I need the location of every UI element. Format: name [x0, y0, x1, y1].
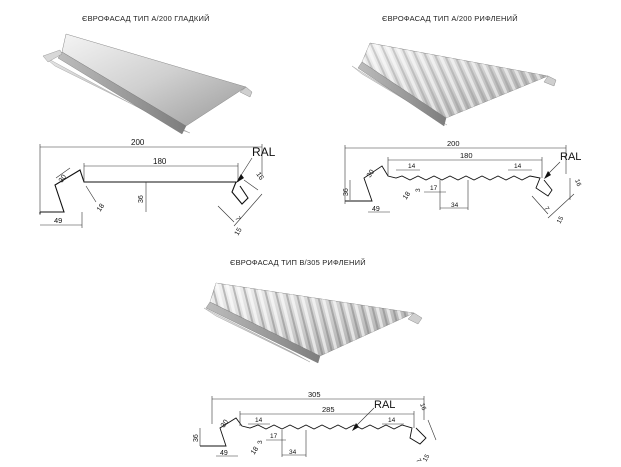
- title-panel-a200-smooth: ЄВРОФАСАД ТИП А/200 ГЛАДКИЙ: [82, 14, 210, 23]
- p1-dim-200: 200: [131, 138, 145, 147]
- p2-dim-36: 36: [343, 188, 350, 196]
- panel3-drawing: 305 285 14 14 36 30 18 49 3 17: [193, 390, 437, 465]
- p3-dim-30: 30: [220, 419, 230, 429]
- p2-dim-180: 180: [460, 151, 473, 160]
- p1-dim-7: 7: [233, 216, 241, 223]
- p2-dim-34: 34: [451, 202, 459, 209]
- p3-dim-3: 3: [257, 440, 264, 444]
- p2-dim-14-right: 14: [514, 163, 522, 170]
- p2-dim-17: 17: [430, 185, 438, 192]
- p3-dim-36: 36: [193, 434, 200, 442]
- p3-dim-285: 285: [322, 405, 335, 414]
- p3-dim-17: 17: [270, 433, 278, 440]
- p2-dim-200: 200: [447, 139, 460, 148]
- p2-dim-30: 30: [366, 169, 376, 179]
- p3-dim-7: 7: [414, 458, 422, 465]
- title-panel-b305-ribbed: ЄВРОФАСАД ТИП В/305 РИФЛЕНИЙ: [230, 258, 366, 267]
- p1-dim-18: 18: [96, 203, 106, 213]
- p2-dim-15: 15: [556, 215, 566, 225]
- p3-ral-label: RAL: [374, 399, 395, 411]
- title-panel-a200-ribbed: ЄВРОФАСАД ТИП А/200 РИФЛЕНИЙ: [382, 14, 518, 23]
- p1-dim-36: 36: [138, 195, 145, 203]
- p3-dim-15: 15: [422, 453, 432, 463]
- p2-dim-7: 7: [542, 206, 550, 213]
- p3-dim-305: 305: [308, 390, 321, 399]
- p1-dim-15: 15: [234, 227, 244, 237]
- panel3-render: [203, 282, 423, 364]
- p1-dim-180: 180: [153, 157, 167, 166]
- p3-dim-14-left: 14: [255, 417, 263, 424]
- p3-dim-49: 49: [220, 450, 228, 457]
- p3-dim-14-right: 14: [388, 417, 396, 424]
- p1-dim-16: 16: [254, 171, 264, 181]
- p3-dim-34: 34: [289, 449, 297, 456]
- p2-ral-label: RAL: [560, 151, 581, 163]
- p1-dim-30: 30: [58, 174, 68, 184]
- p2-dim-14-left: 14: [408, 163, 416, 170]
- panel2-drawing: 200 180 14 14 36 30 18 49 3 17: [343, 139, 582, 225]
- p2-dim-49: 49: [372, 206, 380, 213]
- panel2-render: [351, 42, 557, 127]
- panel1-drawing: 200 180 36 30 18 49 RAL 16: [39, 138, 276, 237]
- p1-ral-label: RAL: [252, 145, 276, 159]
- p2-dim-16: 16: [573, 178, 582, 188]
- panel1-render: [42, 33, 253, 135]
- p2-dim-3: 3: [415, 188, 422, 192]
- p3-dim-16: 16: [418, 402, 427, 412]
- p1-dim-49: 49: [54, 216, 62, 225]
- p2-dim-18: 18: [402, 191, 412, 201]
- p3-dim-18: 18: [250, 446, 260, 456]
